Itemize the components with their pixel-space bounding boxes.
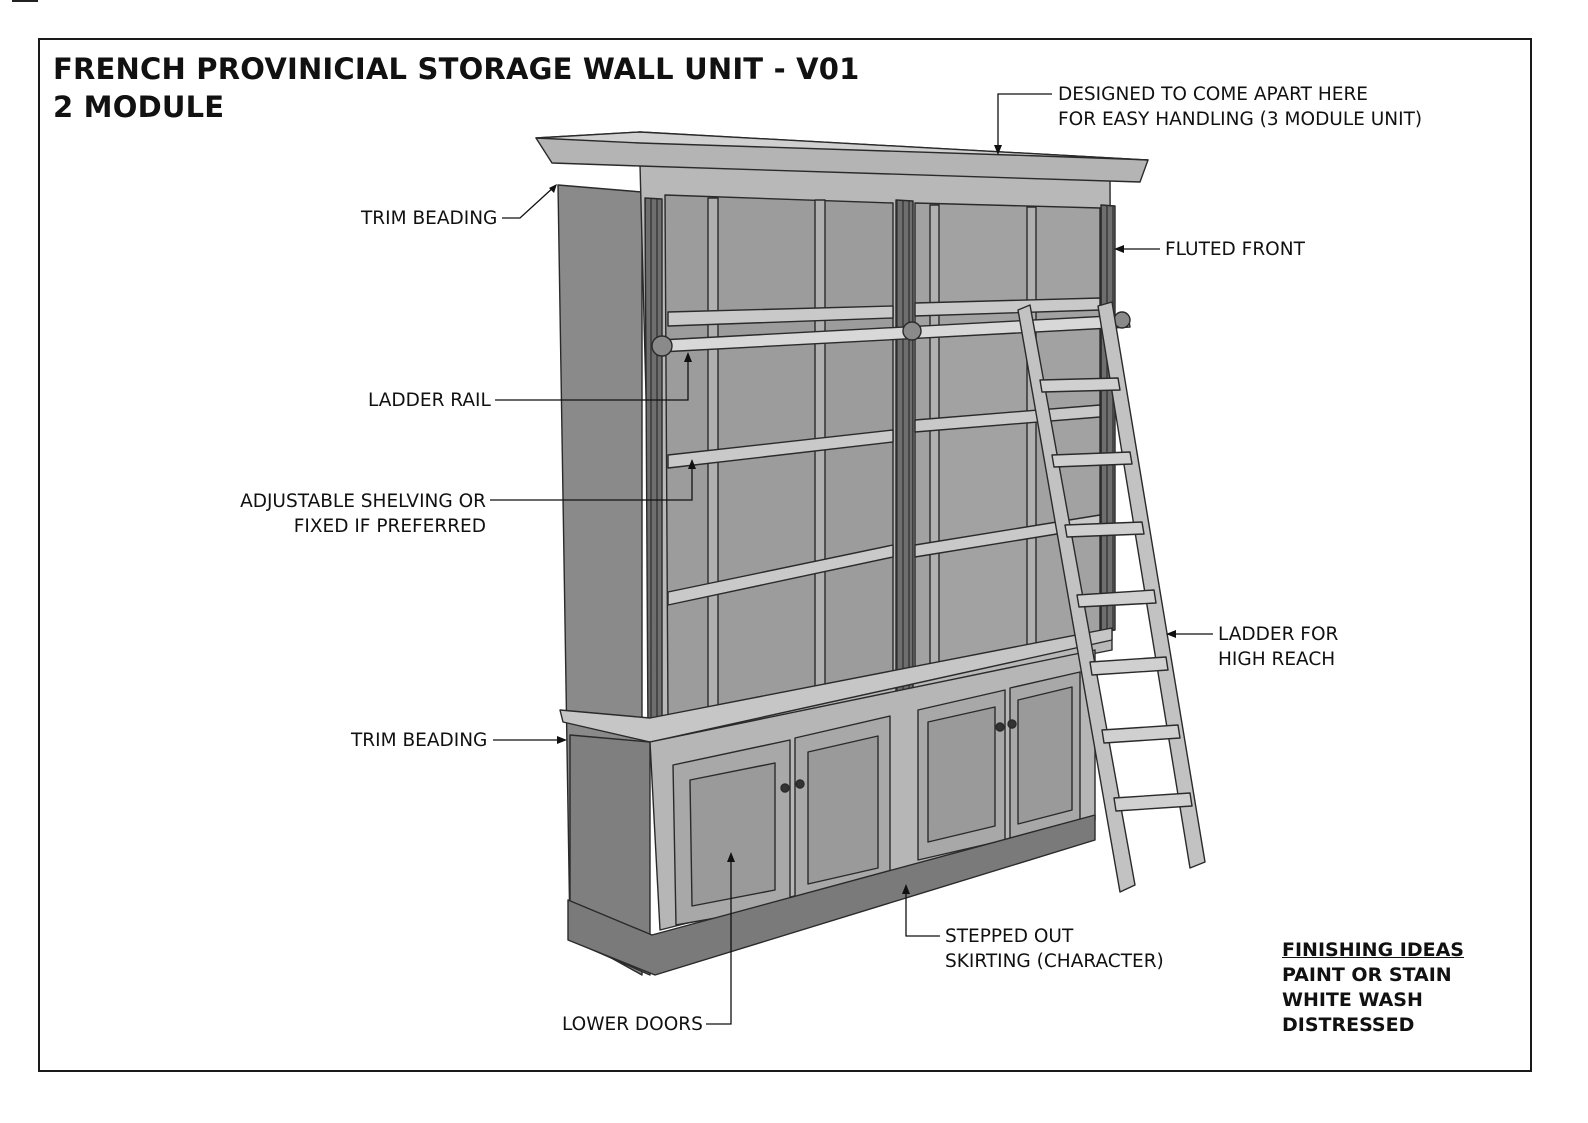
leader-designed-apart xyxy=(997,93,1052,152)
arrow-lower-doors xyxy=(727,852,735,862)
label-ladder-line2: HIGH REACH xyxy=(1218,649,1336,670)
arrow-fluted xyxy=(1114,245,1124,253)
ladder-rung-1 xyxy=(1039,377,1121,393)
finishing-item: WHITE WASH xyxy=(1282,989,1423,1011)
label-shelving-line1: ADJUSTABLE SHELVING OR xyxy=(240,491,486,512)
door-knob-2 xyxy=(795,779,805,789)
lower-door-1-panel xyxy=(689,762,776,907)
left-shelf-3 xyxy=(667,544,894,606)
arrow-shelving xyxy=(688,459,696,469)
ladder-left-stile xyxy=(1017,304,1136,893)
label-fluted-front: FLUTED FRONT xyxy=(1165,239,1305,260)
label-trim-beading-top: TRIM BEADING xyxy=(361,208,498,229)
label-skirting-line2: SKIRTING (CHARACTER) xyxy=(945,951,1164,972)
title-line-2: 2 MODULE xyxy=(53,90,225,124)
leader-skirting xyxy=(905,888,940,937)
label-ladder: LADDER FOR HIGH REACH xyxy=(1218,622,1338,672)
right-post-b xyxy=(1026,206,1037,648)
waist-trim-beading xyxy=(559,627,1113,743)
leader-ladder-rail xyxy=(495,355,689,401)
ladder-rung-3 xyxy=(1064,521,1145,538)
door-knob-4 xyxy=(1007,719,1017,729)
label-lower-doors: LOWER DOORS xyxy=(562,1014,703,1035)
arrow-trim-top xyxy=(549,184,557,193)
finishing-heading: FINISHING IDEAS xyxy=(1282,939,1464,961)
label-stepped-skirting: STEPPED OUT SKIRTING (CHARACTER) xyxy=(945,924,1164,974)
label-adjustable-shelving: ADJUSTABLE SHELVING OR FIXED IF PREFERRE… xyxy=(240,489,486,539)
label-ladder-rail: LADDER RAIL xyxy=(368,390,491,411)
rail-bracket-left xyxy=(651,335,673,357)
right-post-a xyxy=(929,204,940,666)
leader-shelving xyxy=(490,462,693,501)
drawing-border xyxy=(38,38,1532,1072)
label-ladder-line1: LADDER FOR xyxy=(1218,624,1339,645)
door-knob-3 xyxy=(995,722,1005,732)
leader-trim-top xyxy=(502,185,556,219)
finishing-item: PAINT OR STAIN xyxy=(1282,964,1452,986)
ladder-rung-7 xyxy=(1113,792,1193,812)
stepped-skirting xyxy=(567,814,1096,976)
right-fluted-pilaster xyxy=(1100,204,1116,633)
rail-bracket-center xyxy=(902,321,922,341)
ladder-rung-2 xyxy=(1051,451,1133,468)
label-trim-beading-bottom: TRIM BEADING xyxy=(351,730,488,751)
left-shelf-2 xyxy=(667,429,894,469)
arrow-trim-bottom xyxy=(557,736,567,744)
arrow-designed-apart xyxy=(994,145,1002,155)
ladder-rung-5 xyxy=(1089,656,1169,676)
lower-door-3-panel xyxy=(927,706,996,843)
center-fluted-pilaster xyxy=(895,199,914,694)
leader-lower-doors xyxy=(706,856,732,1025)
label-shelving-line2: FIXED IF PREFERRED xyxy=(293,516,486,537)
arrow-skirting xyxy=(902,884,910,894)
door-knob-1 xyxy=(780,783,790,793)
arrow-ladder xyxy=(1166,630,1176,638)
left-fluted-pilaster xyxy=(644,197,663,741)
drawing-title: FRENCH PROVINICIAL STORAGE WALL UNIT - V… xyxy=(53,50,860,126)
ladder-rung-4 xyxy=(1076,589,1157,608)
title-line-1: FRENCH PROVINICIAL STORAGE WALL UNIT - V… xyxy=(53,52,860,86)
lower-door-2-panel xyxy=(807,735,879,885)
label-designed-apart-line1: DESIGNED TO COME APART HERE xyxy=(1058,84,1368,105)
arrow-ladder-rail xyxy=(684,352,692,362)
lower-door-4-panel xyxy=(1017,686,1073,825)
finishing-ideas: FINISHING IDEAS PAINT OR STAIN WHITE WAS… xyxy=(1282,938,1464,1038)
label-designed-apart: DESIGNED TO COME APART HERE FOR EASY HAN… xyxy=(1058,82,1422,132)
corner-tick xyxy=(12,0,38,2)
finishing-item: DISTRESSED xyxy=(1282,1014,1415,1036)
crown-top xyxy=(535,131,1149,161)
ladder-rung-6 xyxy=(1101,724,1181,744)
label-skirting-line1: STEPPED OUT xyxy=(945,926,1074,947)
left-shelf-1 xyxy=(667,305,894,327)
label-designed-apart-line2: FOR EASY HANDLING (3 MODULE UNIT) xyxy=(1058,109,1423,130)
